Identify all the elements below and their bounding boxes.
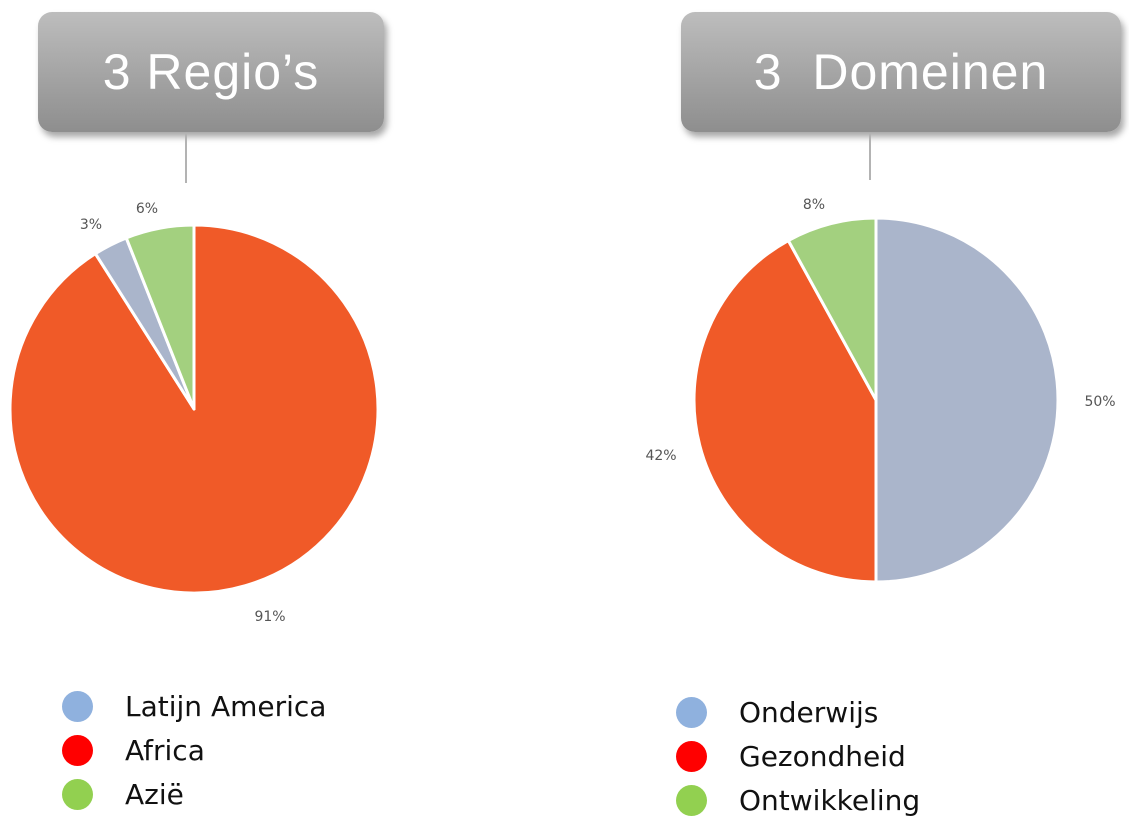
pie-slice-health	[692, 239, 878, 584]
pie-slice-asia	[124, 223, 196, 411]
regions-connector-line	[185, 133, 187, 183]
domains-connector-line	[869, 133, 871, 180]
data-label-africa: 91%	[254, 609, 285, 625]
legend-africa-marker	[62, 734, 93, 766]
pie-slice-education	[874, 216, 1060, 584]
data-label-development: 8%	[803, 197, 825, 213]
legend-health-label: Gezondheid	[739, 739, 906, 773]
regions-title: 3 Regio’s	[102, 44, 320, 100]
domains-title: 3 Domeinen	[753, 44, 1049, 100]
domains-legend: Onderwijs Gezondheid Ontwikkeling	[676, 690, 920, 822]
domains-title-box: 3 Domeinen	[681, 12, 1121, 132]
legend-item: Azië	[62, 772, 326, 816]
pie-slice-development	[786, 216, 878, 402]
data-label-asia: 6%	[136, 201, 158, 217]
data-label-education: 50%	[1084, 394, 1115, 410]
data-label-latin-america: 3%	[80, 217, 102, 233]
domains-pie: 50% 42% 8%	[645, 197, 1116, 584]
legend-item: Gezondheid	[676, 734, 920, 778]
legend-asia-marker	[62, 778, 93, 810]
legend-asia-label: Azië	[125, 777, 184, 811]
legend-development-marker	[676, 784, 707, 816]
legend-item: Latijn America	[62, 684, 326, 728]
legend-latin-america-marker	[62, 690, 93, 722]
regions-title-box: 3 Regio’s	[38, 12, 384, 132]
data-label-health: 42%	[645, 448, 676, 464]
legend-development-label: Ontwikkeling	[739, 783, 921, 817]
legend-education-marker	[676, 696, 707, 728]
regions-legend: Latijn America Africa Azië	[62, 684, 326, 816]
regions-pie: 91% 3% 6%	[8, 201, 380, 625]
legend-education-label: Onderwijs	[739, 695, 879, 729]
legend-item: Africa	[62, 728, 326, 772]
legend-africa-label: Africa	[125, 733, 205, 767]
legend-health-marker	[676, 740, 707, 772]
legend-item: Ontwikkeling	[676, 778, 920, 822]
legend-item: Onderwijs	[676, 690, 920, 734]
legend-latin-america-label: Latijn America	[125, 689, 327, 723]
